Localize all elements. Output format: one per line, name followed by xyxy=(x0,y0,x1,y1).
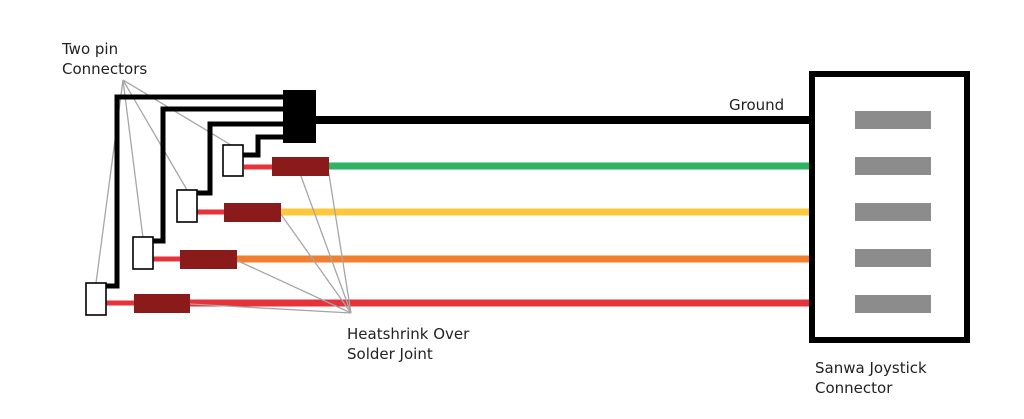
heatshrink-callout-lines xyxy=(189,167,352,314)
signal-wires xyxy=(190,162,812,307)
callout-line xyxy=(297,167,352,314)
callout-line xyxy=(327,167,352,314)
callout-line xyxy=(279,212,352,314)
sanwa-pin xyxy=(855,111,931,129)
label-line: Connector xyxy=(815,379,893,397)
callout-line xyxy=(122,79,144,239)
sanwa-pin xyxy=(855,249,931,267)
label-line: Sanwa Joystick xyxy=(815,359,927,377)
two-pin-connector xyxy=(132,236,154,270)
heatshrink-sleeves xyxy=(134,157,329,313)
heatshrink-sleeve xyxy=(134,294,190,313)
heatshrink-sleeve xyxy=(272,157,329,176)
callout-line xyxy=(122,79,232,146)
sanwa-connector-label: Sanwa Joystick Connector xyxy=(815,358,927,398)
heatshrink-sleeve xyxy=(180,250,237,269)
label-line: Two pin xyxy=(62,40,119,58)
common-wire xyxy=(187,121,284,196)
two-pin-connector xyxy=(176,189,198,223)
two-pin-connectors xyxy=(85,144,244,316)
common-wire xyxy=(234,134,284,158)
label-line: Heatshrink Over xyxy=(347,325,470,343)
callout-line xyxy=(189,303,352,314)
ground-junction xyxy=(283,90,316,143)
label-line: Connectors xyxy=(62,60,148,78)
two-pin-connector xyxy=(85,282,107,316)
label-line: Solder Joint xyxy=(347,345,433,363)
two-pin-connector xyxy=(222,144,244,177)
heatshrink-sleeve xyxy=(224,203,281,222)
sanwa-pin xyxy=(855,295,931,313)
sanwa-pins xyxy=(855,111,931,313)
two-pin-connectors-label: Two pin Connectors xyxy=(62,39,147,79)
connector-leads xyxy=(106,164,274,306)
ground-label: Ground xyxy=(729,96,785,114)
callout-line xyxy=(235,259,352,314)
sanwa-pin xyxy=(855,203,931,221)
heatshrink-label: Heatshrink Over Solder Joint xyxy=(347,324,469,364)
sanwa-pin xyxy=(855,157,931,175)
